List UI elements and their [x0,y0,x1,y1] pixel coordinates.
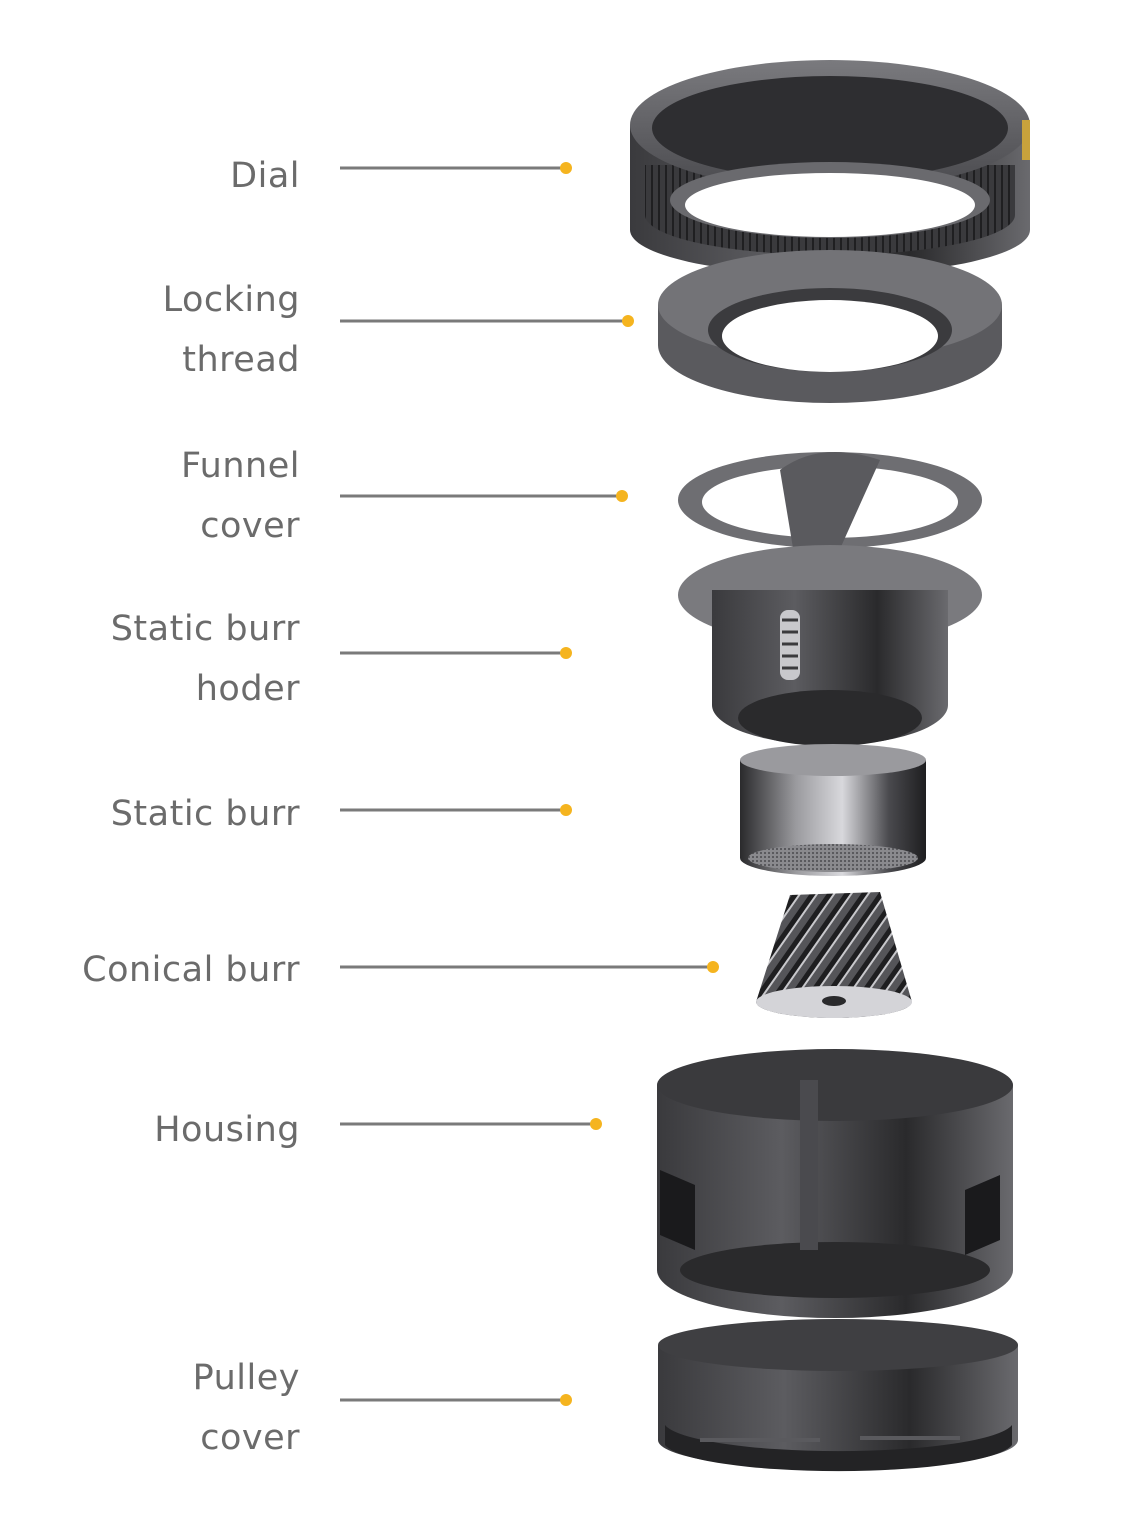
label-conical-burr: Conical burr [82,950,719,990]
label-housing: Housing [154,1110,602,1150]
pulley-cover-label-line-2: cover [200,1418,300,1458]
locking-thread-label-line-2: thread [182,340,300,380]
locking-thread-label-line-1: Locking [163,280,300,320]
static-burr-label-line-1: Static burr [111,794,300,834]
label-static-burr-holder: Static burr hoder [111,609,572,709]
locking-thread-part [658,250,1002,403]
label-pulley-cover: Pulley cover [193,1358,572,1458]
funnel-cover-leader-dot [616,490,628,502]
funnel-cover-label-line-1: Funnel [181,446,300,486]
conical-burr-label-line-1: Conical burr [82,950,300,990]
housing-label-line-1: Housing [154,1110,300,1150]
label-static-burr: Static burr [111,794,572,834]
locking-thread-leader-dot [622,315,634,327]
funnel-cover-part [678,452,982,560]
pulley-cover-label-line-1: Pulley [193,1358,300,1398]
housing-part [657,1049,1013,1318]
static-burr-holder-part [678,545,982,746]
label-funnel-cover: Funnel cover [181,446,628,546]
static-burr-part [740,744,926,876]
label-dial: Dial [230,156,572,196]
conical-burr-part [756,892,912,1018]
dial-label-line-1: Dial [230,156,300,196]
dial-leader-dot [560,162,572,174]
pulley-cover-leader-dot [560,1394,572,1406]
label-locking-thread: Locking thread [163,280,634,380]
static-burr-leader-dot [560,804,572,816]
conical-burr-leader-dot [707,961,719,973]
static-burr-holder-leader-dot [560,647,572,659]
static-burr-holder-label-line-1: Static burr [111,609,300,649]
housing-leader-dot [590,1118,602,1130]
funnel-cover-label-line-2: cover [200,506,300,546]
static-burr-holder-label-line-2: hoder [196,669,300,709]
pulley-cover-part [658,1319,1018,1472]
dial-part [630,60,1030,275]
